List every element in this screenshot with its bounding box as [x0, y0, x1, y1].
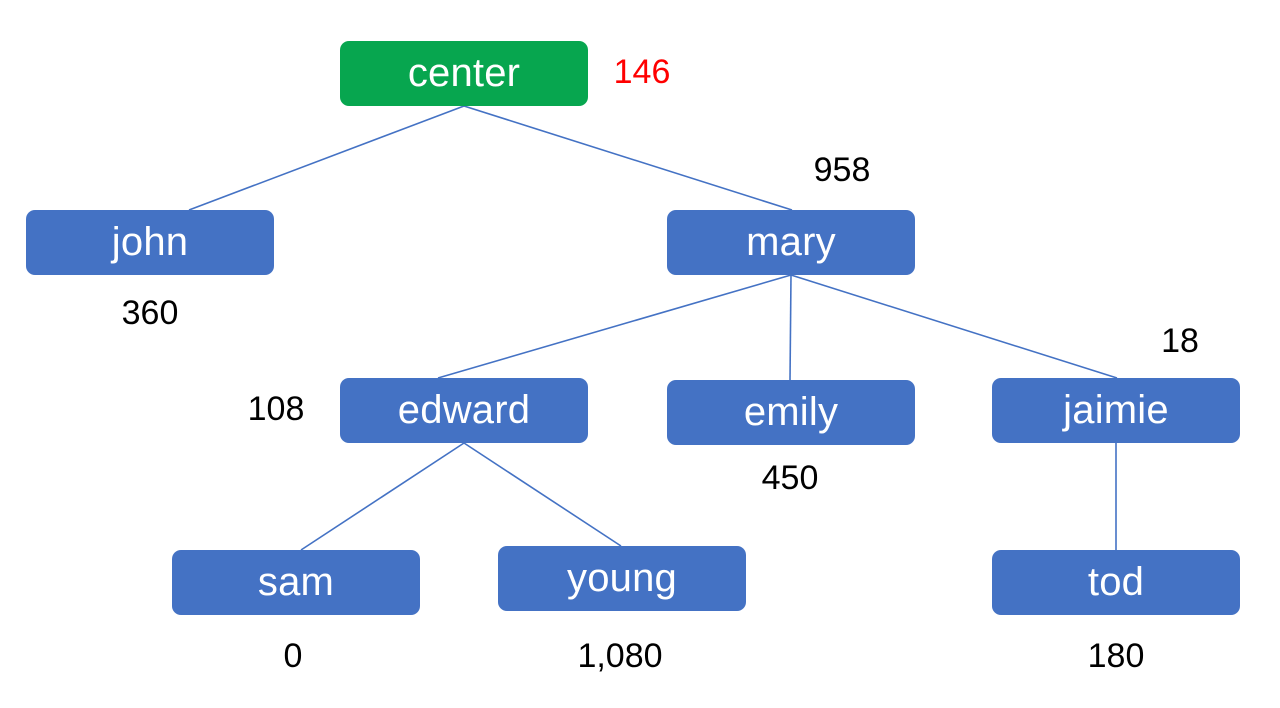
tree-node-center[interactable]: center: [340, 41, 588, 106]
tree-node-sam[interactable]: sam: [172, 550, 420, 615]
tree-edge: [463, 442, 622, 547]
tree-node-label: edward: [397, 387, 531, 432]
tree-edge: [463, 105, 793, 211]
tree-node-label: sam: [257, 559, 335, 604]
weight-label-jaimie: 18: [1161, 322, 1199, 360]
tree-edge: [300, 442, 465, 551]
tree-node-mary[interactable]: mary: [667, 210, 915, 275]
tree-node-label: tod: [1087, 559, 1145, 604]
tree-edge: [437, 274, 792, 379]
weight-label-edward: 108: [247, 390, 305, 428]
tree-node-edward[interactable]: edward: [340, 378, 588, 443]
weight-label-tod: 180: [1087, 637, 1145, 675]
weight-label-mary: 958: [813, 151, 871, 189]
tree-node-label: young: [567, 555, 677, 600]
weight-label-john: 360: [121, 294, 179, 332]
tree-node-label: jaimie: [1063, 387, 1169, 432]
weight-label-sam: 0: [283, 637, 303, 675]
tree-node-label: center: [407, 50, 521, 95]
tree-node-label: emily: [743, 389, 839, 434]
tree-node-tod[interactable]: tod: [992, 550, 1240, 615]
weight-label-young: 1,080: [577, 637, 663, 675]
tree-node-label: mary: [746, 219, 836, 264]
tree-edge: [789, 274, 792, 381]
tree-edge: [790, 274, 1118, 379]
tree-node-label: john: [111, 219, 189, 264]
tree-node-jaimie[interactable]: jaimie: [992, 378, 1240, 443]
tree-edge: [188, 105, 465, 211]
tree-node-young[interactable]: young: [498, 546, 746, 611]
tree-node-john[interactable]: john: [26, 210, 274, 275]
weight-label-center: 146: [613, 53, 671, 91]
weight-label-emily: 450: [761, 459, 819, 497]
tree-node-emily[interactable]: emily: [667, 380, 915, 445]
